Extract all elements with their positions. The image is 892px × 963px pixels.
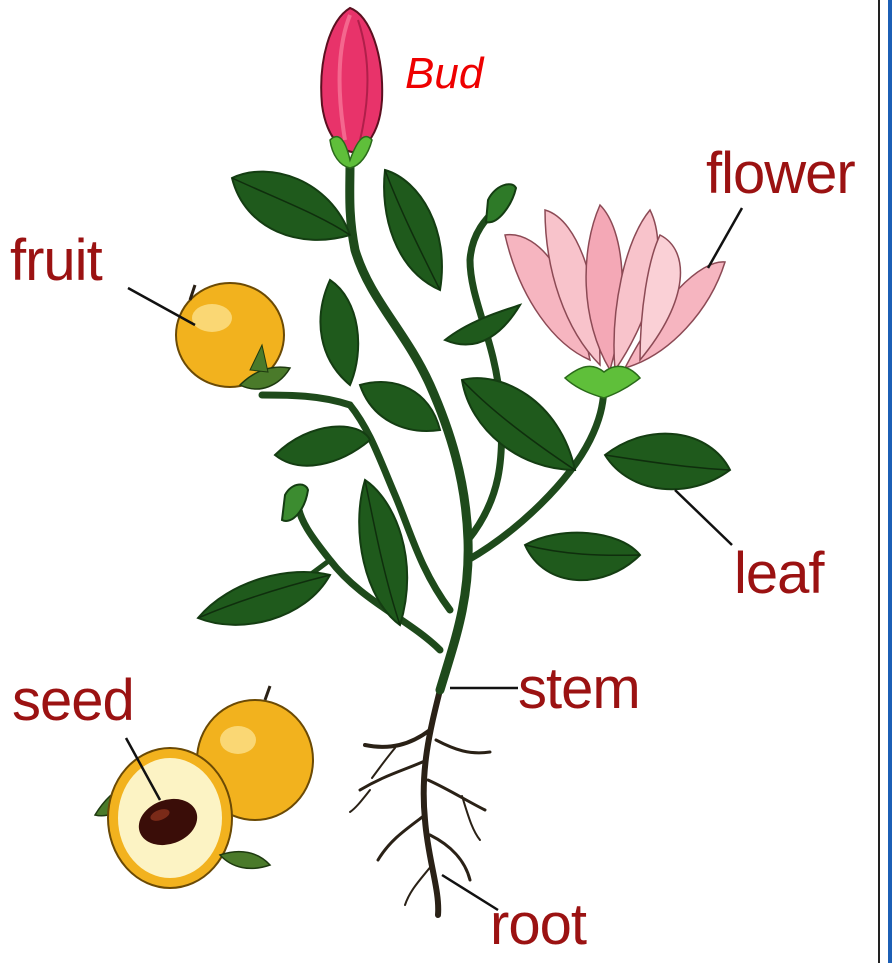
label-stem: stem bbox=[518, 660, 640, 718]
label-flower: flower bbox=[706, 145, 855, 203]
flower-bud bbox=[321, 8, 382, 168]
root-system bbox=[350, 690, 490, 915]
fruit-on-plant bbox=[176, 283, 290, 389]
frame-border bbox=[878, 0, 892, 963]
label-root: root bbox=[490, 896, 586, 954]
label-seed: seed bbox=[12, 672, 134, 730]
label-leaf: leaf bbox=[734, 545, 824, 603]
label-bud: Bud bbox=[405, 52, 483, 96]
open-flower bbox=[505, 205, 725, 398]
label-fruit: fruit bbox=[10, 232, 102, 290]
